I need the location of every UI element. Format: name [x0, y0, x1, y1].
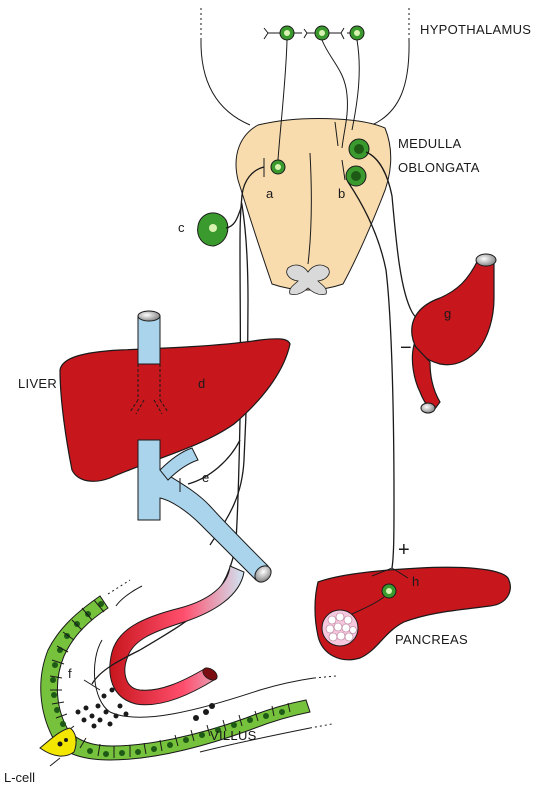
- nodose-ganglion-neuron-c: [198, 213, 228, 246]
- label-e: e: [202, 470, 209, 485]
- hypothalamus-neuron-1: [264, 26, 302, 40]
- pancreas-stimulation-sign: +: [398, 539, 410, 561]
- villus-label: VILLUS: [210, 728, 257, 743]
- l-cell-label: L-cell: [4, 770, 35, 785]
- label-h: h: [412, 574, 419, 589]
- brain-outline: [201, 8, 409, 125]
- medulla-label-line2: OBLONGATA: [398, 160, 480, 175]
- hypothalamus-projection-3: [352, 40, 359, 130]
- hypothalamus-neuron-3: [347, 26, 364, 40]
- label-a: a: [266, 186, 274, 201]
- stomach: [412, 254, 496, 413]
- pancreas-label: PANCREAS: [395, 632, 468, 647]
- villus-nerve-terminal: [84, 680, 100, 690]
- label-g: g: [444, 306, 451, 321]
- portal-vein: [138, 440, 274, 585]
- label-f: f: [68, 666, 72, 681]
- villus-capillary: [110, 566, 244, 705]
- l-cell: [40, 728, 76, 766]
- label-c: c: [178, 220, 185, 235]
- portal-afferent: [188, 440, 240, 484]
- stomach-inhibition-sign: −: [400, 337, 412, 359]
- label-d: d: [198, 376, 205, 391]
- epithelium-continuation: [108, 580, 130, 594]
- epithelium-outer-line: [116, 586, 142, 606]
- liver-label: LIVER: [18, 376, 57, 391]
- label-b: b: [338, 186, 345, 201]
- hypothalamus-neurons: [264, 26, 364, 40]
- medulla-label-line1: MEDULLA: [398, 136, 462, 151]
- hypothalamus-neuron-2: [304, 26, 344, 40]
- hypothalamus-label: HYPOTHALAMUS: [420, 22, 531, 37]
